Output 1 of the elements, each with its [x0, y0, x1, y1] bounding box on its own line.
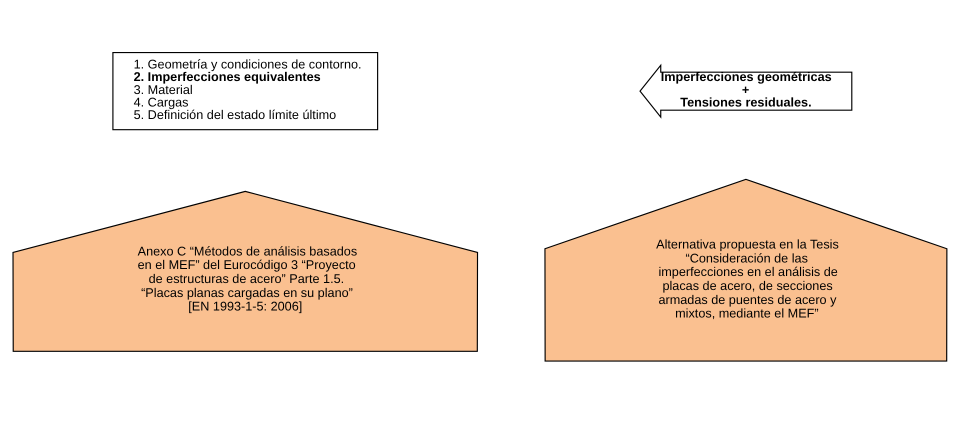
node-box: 1. Geometría y condiciones de contorno. 2. Imperfecciones equivalentes 3. Material 4. Cargas 5. Definición del estado límite último [112, 52, 378, 130]
